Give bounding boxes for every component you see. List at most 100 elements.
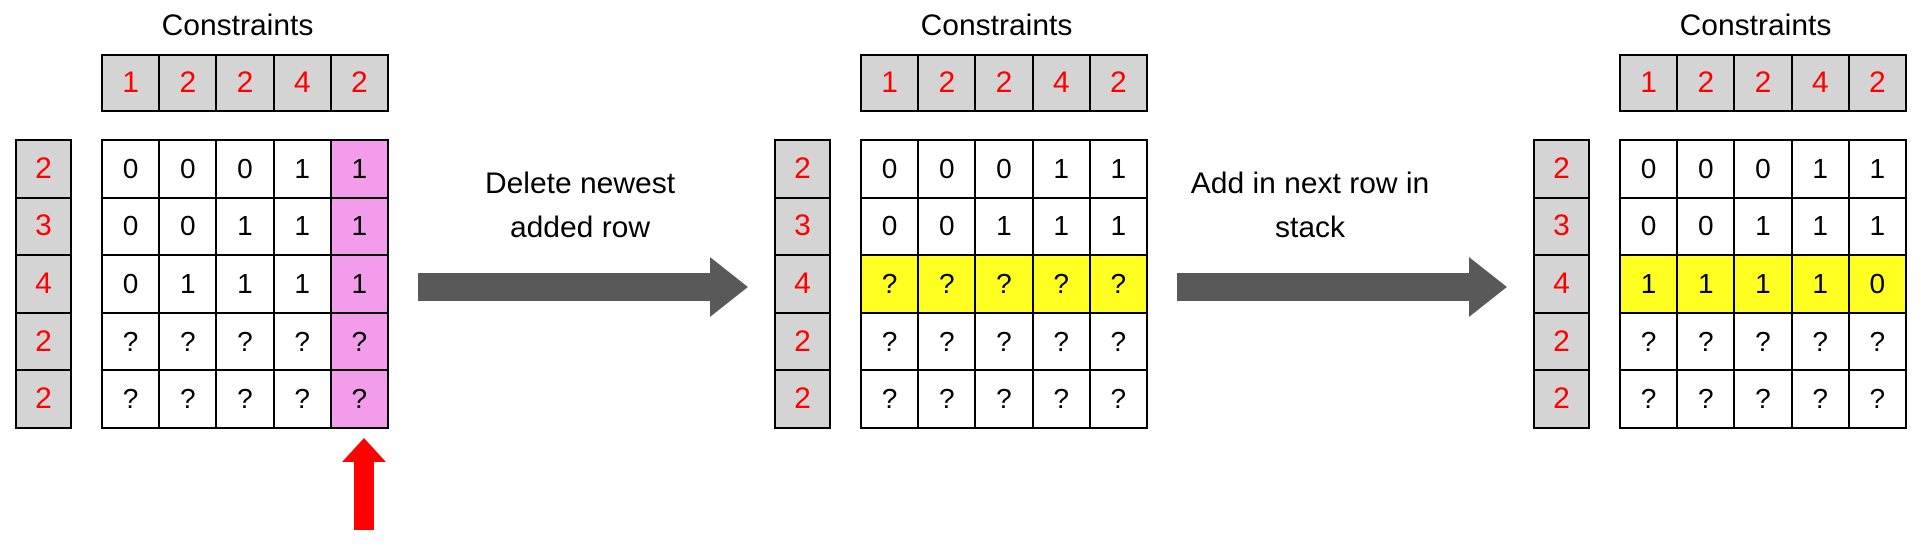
grid-cell: 0 (160, 198, 218, 257)
column-constraint: 2 (160, 56, 218, 112)
grid-cell: 0 (160, 141, 218, 199)
step-caption-1: Delete newest added row (440, 162, 720, 250)
grid-cell: ? (331, 313, 389, 372)
caption-line: stack (1274, 211, 1346, 244)
grid-cell: 1 (1792, 256, 1850, 314)
row-constraint: 4 (776, 256, 831, 314)
column-constraint: 4 (1033, 56, 1091, 112)
row-constraint: 2 (1535, 371, 1590, 429)
grid-cell: 1 (331, 256, 389, 314)
grid-cell: ? (919, 256, 977, 314)
grid-cell: 0 (1621, 141, 1679, 199)
column-constraint: 2 (1735, 56, 1793, 112)
row-constraint: 2 (17, 371, 72, 429)
row-constraint: 2 (776, 371, 831, 429)
row-constraint: 4 (1535, 256, 1590, 314)
grid-cell: 1 (274, 141, 332, 199)
grid-cell: ? (919, 371, 977, 429)
grid-cell: 0 (862, 141, 920, 199)
right-arrow-icon (1177, 257, 1507, 317)
grid-cell: ? (862, 371, 920, 429)
grid-cell: ? (862, 313, 920, 372)
grid-cell: ? (1033, 313, 1091, 372)
grid-cell: 1 (1849, 141, 1907, 199)
grid-cell: ? (1678, 313, 1736, 372)
row-constraint: 2 (17, 313, 72, 372)
grid-cell: ? (1033, 371, 1091, 429)
grid-cell: 1 (1792, 141, 1850, 199)
grid-cell: 0 (1678, 198, 1736, 257)
column-constraint: 2 (331, 56, 389, 112)
grid-cell: 1 (217, 198, 275, 257)
grid-cell: ? (217, 313, 275, 372)
grid-cell: ? (1849, 313, 1907, 372)
grid-cell: ? (1033, 256, 1091, 314)
column-constraint: 2 (1678, 56, 1736, 112)
row-constraint: 2 (1535, 313, 1590, 372)
grid-cell: ? (160, 313, 218, 372)
row-constraint: 3 (1535, 198, 1590, 257)
column-constraint: 4 (274, 56, 332, 112)
column-constraint: 2 (1849, 56, 1907, 112)
grid-cell: ? (217, 371, 275, 429)
grid-cell: 0 (1678, 141, 1736, 199)
grid-cell: ? (1735, 313, 1793, 372)
grid-cell: ? (1090, 371, 1148, 429)
right-arrow-icon (418, 257, 748, 317)
grid-cell: ? (1090, 313, 1148, 372)
grid-cell: 0 (103, 198, 161, 257)
caption-line: Add in next row in (1190, 167, 1430, 200)
panel-title: Constraints (1679, 9, 1832, 42)
grid-cell: 0 (1735, 141, 1793, 199)
grid-cell: ? (160, 371, 218, 429)
row-constraint: 2 (776, 313, 831, 372)
column-constraint: 2 (217, 56, 275, 112)
grid-cell: 0 (919, 198, 977, 257)
row-constraint: 2 (1535, 141, 1590, 199)
grid-cell: ? (976, 256, 1034, 314)
up-arrow-icon (342, 438, 386, 530)
grid-cell: ? (976, 313, 1034, 372)
column-constraint: 2 (1090, 56, 1148, 112)
grid-cell: ? (274, 371, 332, 429)
panel-title: Constraints (161, 9, 314, 42)
grid-cell: ? (1621, 313, 1679, 372)
grid-cell: ? (919, 313, 977, 372)
grid-cell: 1 (217, 256, 275, 314)
grid-cell: 1 (274, 198, 332, 257)
row-constraint: 2 (17, 141, 72, 199)
grid-cell: ? (1090, 256, 1148, 314)
grid-cell: ? (1849, 371, 1907, 429)
grid-cell: 1 (1849, 198, 1907, 257)
grid-cell: ? (1678, 371, 1736, 429)
grid-cell: 0 (217, 141, 275, 199)
grid-cell: 1 (274, 256, 332, 314)
grid-cell: 0 (103, 256, 161, 314)
grid-cell: 0 (976, 141, 1034, 199)
column-constraint: 1 (103, 56, 161, 112)
column-constraint: 4 (1792, 56, 1850, 112)
grid-cell: 1 (160, 256, 218, 314)
grid-cell: 1 (976, 198, 1034, 257)
column-constraint: 1 (862, 56, 920, 112)
step-caption-2: Add in next row in stack (1160, 162, 1460, 250)
grid-cell: 0 (1621, 198, 1679, 257)
grid-cell: ? (331, 371, 389, 429)
grid-cell: 0 (862, 198, 920, 257)
grid-cell: ? (862, 256, 920, 314)
grid-cell: 1 (331, 141, 389, 199)
grid-cell: 1 (1678, 256, 1736, 314)
grid-cell: ? (1792, 371, 1850, 429)
row-constraint: 2 (776, 141, 831, 199)
column-constraint: 2 (976, 56, 1034, 112)
grid-cell: ? (274, 313, 332, 372)
